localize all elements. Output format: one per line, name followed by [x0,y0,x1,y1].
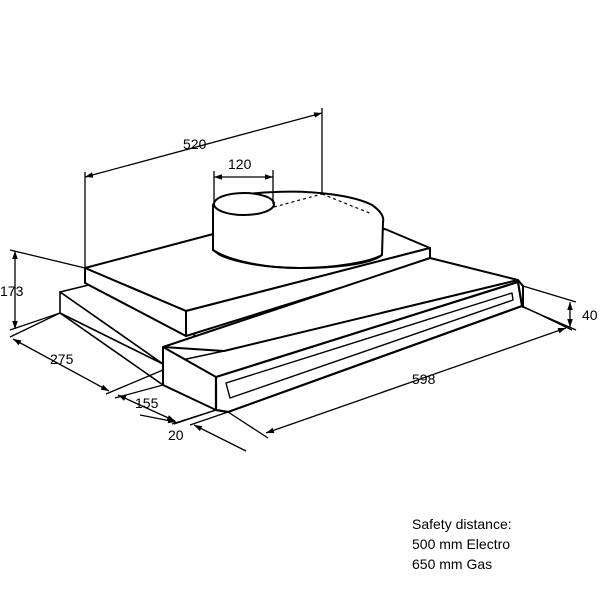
dim-label-275: 275 [50,351,74,367]
dim-label-155: 155 [135,395,159,411]
dim-label-173: 173 [0,283,24,299]
ext-line-20-right [189,411,229,426]
dim-label-20: 20 [168,427,184,443]
safety-note-title: Safety distance: [412,516,512,532]
dim-label-120: 120 [228,156,252,172]
dim-line-155 [117,394,176,422]
dim-label-520: 520 [183,136,207,152]
dim-line-598 [265,327,567,434]
ext-line-40-top [522,285,577,303]
dim-line-520 [84,112,323,178]
dimension-labels: 520 120 173 275 155 20 598 40 [0,136,598,443]
dim-line-275 [12,338,110,392]
ext-line-40-bottom [522,306,577,331]
exhaust-collar [212,190,385,270]
dim-label-40: 40 [582,307,598,323]
collar-centre-line-a [273,193,323,208]
base-slab-front [59,291,164,365]
collar-centre-line-b [321,193,373,215]
safety-note-electro: 500 mm Electro [412,536,511,552]
safety-note-gas: 650 mm Gas [412,556,493,572]
ext-line-275-right [105,369,164,395]
ext-line-173-top [9,249,86,269]
safety-distance-note: Safety distance: 500 mm Electro 650 mm G… [412,514,512,574]
duct-opening [213,192,275,216]
collar-base-curve [212,249,383,270]
visor-inner [225,292,514,399]
ext-line-598-left [227,411,269,439]
dimension-lines [9,108,577,452]
dim-label-598: 598 [412,371,436,387]
ext-line-173-bottom [9,312,61,331]
ext-line-20-left [173,409,217,425]
dim-line-20-left-stub [139,414,177,424]
dim-line-20 [193,424,247,452]
ext-line-275-left [9,312,61,338]
rail-top [162,257,519,352]
